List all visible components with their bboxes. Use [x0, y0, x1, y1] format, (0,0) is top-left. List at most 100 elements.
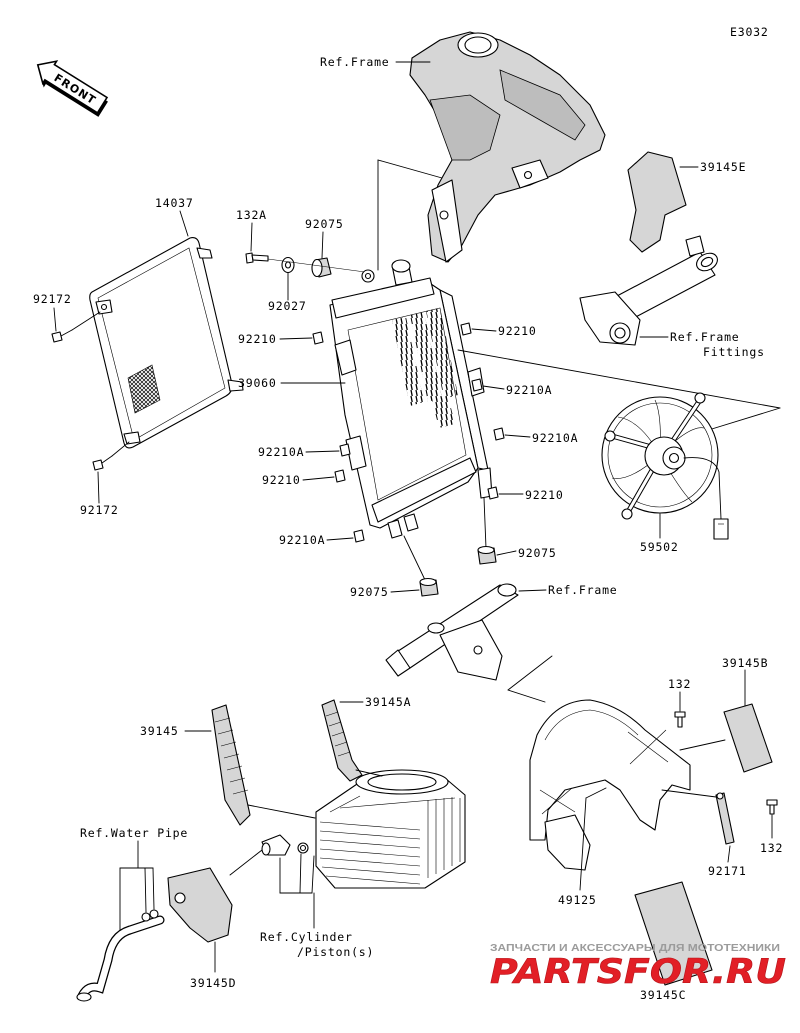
fan-mount-hole: [694, 392, 706, 404]
bolt-shank: [101, 455, 113, 464]
bolt-132a: [245, 252, 254, 264]
o-ring: [141, 912, 151, 922]
clip-92210a: [339, 443, 351, 457]
guard-frame-outer: [89, 237, 233, 449]
callout-label: Fittings: [703, 345, 765, 359]
callout-label: 49125: [558, 893, 597, 907]
clip-92210: [460, 322, 472, 336]
callout-label: 39145: [140, 724, 179, 738]
callout-label: 92027: [268, 299, 307, 313]
leader-line: [679, 739, 726, 751]
pad-39145a-teeth: [325, 711, 351, 757]
watermark-logo: PARTSFOR.RU: [490, 952, 786, 992]
leader-line: [53, 307, 57, 332]
bolt-92172: [92, 459, 104, 471]
leader-line: [377, 159, 443, 179]
callout-label: 132: [760, 841, 783, 855]
leader-line: [71, 311, 101, 331]
leader-line: [302, 476, 335, 481]
clip-92210: [487, 486, 499, 500]
fan-part: [601, 392, 729, 540]
radiator-mount-tab-hole: [364, 272, 372, 280]
leader-line: [321, 231, 324, 259]
leader-line: [179, 210, 189, 237]
callout-label: 92075: [305, 217, 344, 231]
pad-39145c: [634, 881, 713, 986]
clip-92210: [312, 331, 324, 345]
clip-92210a: [493, 427, 505, 441]
cover-49125-part: [529, 699, 691, 871]
radiator-guard-part: [89, 237, 244, 449]
pad-39145a: [321, 699, 363, 782]
leader-line: [311, 855, 315, 894]
bolt-132a-shank: [251, 254, 269, 262]
callout-label: Ref.Cylinder: [260, 930, 353, 944]
leader-line: [507, 655, 553, 691]
leader-line: [144, 867, 147, 913]
cylinder-part: [315, 769, 466, 889]
washer-92027-hole: [284, 261, 292, 269]
leader-line: [507, 689, 546, 703]
cylinder-side-fins: [427, 797, 461, 878]
callout-label: 92210A: [258, 445, 304, 459]
lower-bracket-end: [385, 649, 411, 677]
leader-line: [299, 853, 302, 894]
frame-down-plate: [431, 179, 463, 263]
pad-39145d-hole: [174, 892, 186, 904]
leader-line: [97, 471, 100, 504]
callout-label: Ref.Frame: [320, 55, 390, 69]
grommet-92075-face: [419, 577, 437, 587]
cover-insert: [544, 814, 591, 871]
guard-tab: [123, 431, 141, 445]
frame-bolt-hole: [439, 210, 449, 220]
leader-line: [355, 769, 383, 777]
fan-motor-shaft: [668, 452, 680, 464]
radiator-part: [329, 259, 493, 539]
leader-line: [585, 787, 607, 799]
front-arrow-shape: [36, 60, 109, 114]
radiator-top-tank: [331, 277, 435, 319]
water-pipe-body: [78, 916, 164, 1000]
lower-bracket-hole: [473, 645, 483, 655]
leader-line: [579, 797, 587, 891]
fittings-boss-hole: [614, 327, 626, 339]
leader-line: [483, 497, 487, 549]
callout-label: 132: [668, 677, 691, 691]
guard-tab: [196, 247, 213, 259]
leader-line: [229, 849, 263, 876]
frame-top-shading: [429, 94, 501, 161]
leader-line: [279, 337, 313, 340]
callout-label: 92210: [498, 324, 537, 338]
callout-label: 92210: [238, 332, 277, 346]
cylinder-bore-inner: [367, 773, 437, 791]
bolt-132-shank: [677, 716, 683, 728]
pad-39145: [211, 704, 251, 826]
lower-bracket-boss: [427, 622, 445, 634]
frame-head-tube-bore: [464, 36, 492, 54]
callout-label: 92172: [80, 503, 119, 517]
fan-mount-hole: [621, 508, 633, 520]
callout-label: Ref.Water Pipe: [80, 826, 188, 840]
frame-fittings-part: [579, 235, 718, 346]
callout-label: 39060: [238, 376, 277, 390]
leader-line: [152, 867, 155, 910]
radiator-fins: [392, 317, 424, 406]
leader-line: [727, 845, 731, 863]
water-pipe-flange: [76, 992, 92, 1002]
leader-line: [250, 222, 253, 252]
guard-tab-hole: [100, 303, 108, 311]
callout-label: 92210A: [532, 431, 578, 445]
callout-label: 92210: [525, 488, 564, 502]
clip-92210: [334, 469, 346, 483]
radiator-bottom-tank: [371, 457, 477, 523]
fan-shroud-inner: [607, 402, 713, 508]
radiator-side-bracket: [334, 339, 357, 376]
o-ring-inner: [299, 844, 307, 852]
callout-label: 132A: [236, 208, 267, 222]
bolt-132-shank: [769, 804, 775, 815]
bolt-132: [766, 799, 778, 806]
callout-label: 59502: [640, 540, 679, 554]
callout-label: 39145E: [700, 160, 746, 174]
guard-tab: [227, 379, 244, 392]
